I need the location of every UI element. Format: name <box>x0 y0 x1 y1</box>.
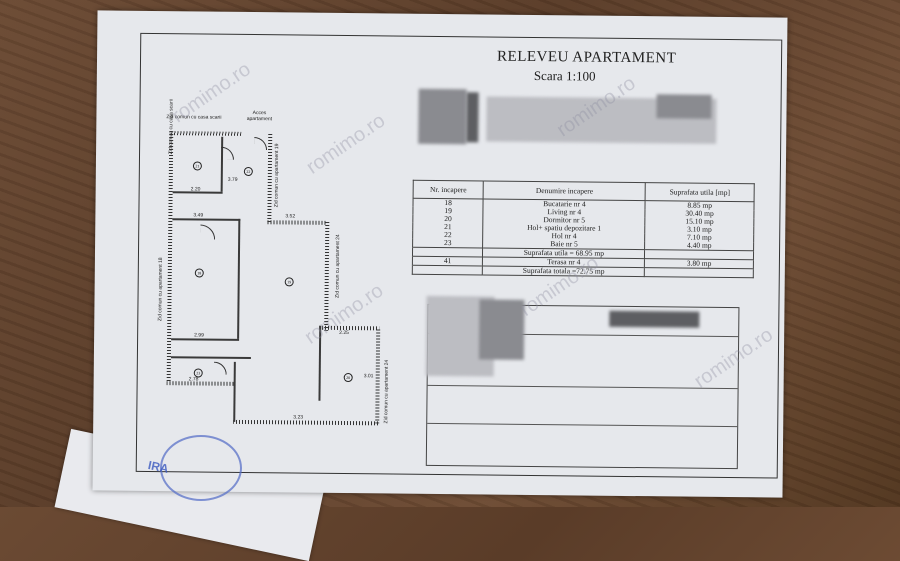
floor-plan: Zid comun cu casa scarii Zid comun cu ca… <box>157 99 390 426</box>
plan-label-left: Zid comun cu apartament 18 <box>157 257 164 322</box>
door-symbol <box>213 361 227 375</box>
redaction-block <box>656 94 712 119</box>
room-number: 18 <box>194 268 204 278</box>
redaction-block <box>609 310 700 328</box>
door-symbol <box>200 224 216 240</box>
official-stamp <box>160 435 242 501</box>
door-symbol <box>220 146 235 160</box>
room-number: 20 <box>343 372 353 383</box>
document-scale: Scara 1:100 <box>533 67 596 84</box>
plan-label-mid: Zid comun cu apartament 19 <box>273 143 281 208</box>
room-number: 19 <box>284 277 294 287</box>
document-title: RELEVEU APARTAMENT <box>496 48 677 67</box>
redaction-block <box>466 92 479 143</box>
document-sheet: RELEVEU APARTAMENT Scara 1:100 Nr. incap… <box>92 10 788 498</box>
plan-label-access: Acces apartament <box>246 110 273 123</box>
room-number: 22 <box>243 166 253 177</box>
plan-label-right: Zid comun cu apartament 24 <box>383 359 390 424</box>
room-number: 21 <box>192 161 202 171</box>
header-area: Suprafata utila [mp] <box>645 182 755 202</box>
plan-label-right-mid: Zid comun cu apartament 24 <box>334 234 342 298</box>
redaction-block <box>478 299 525 360</box>
header-name: Denumire incapere <box>483 180 646 201</box>
door-symbol <box>254 137 268 151</box>
